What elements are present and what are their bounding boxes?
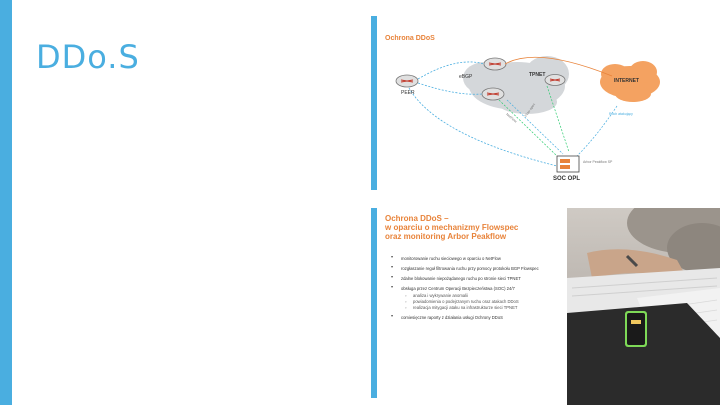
server-icon [556, 155, 580, 173]
label-ruch: Ruch atakujący [609, 112, 633, 116]
sub-bullet-item: powiadomienia o podejrzanym ruchu oraz a… [391, 299, 586, 304]
router-icon-peer [395, 74, 419, 88]
slide2-heading-line3: oraz monitoring Arbor Peakflow [385, 232, 507, 241]
slide2-heading-line2: w oparciu o mechanizmy Flowspec [385, 223, 519, 232]
slide-thumbnail-1[interactable]: Ochrona DDoS [377, 16, 677, 190]
laptop-phone-photo [567, 208, 720, 405]
sub-bullet-item: realizacja mitygacji ataku na infrastruk… [391, 305, 586, 310]
internet-cloud-icon [600, 61, 660, 102]
router-icon-3 [544, 74, 566, 86]
slide1-accent-bar [371, 16, 377, 190]
slide1-heading: Ochrona DDoS [385, 35, 435, 42]
label-ebgp: eBGP [459, 74, 473, 80]
label-internet: INTERNET [614, 78, 639, 84]
slide2-accent-bar [371, 208, 377, 398]
slide2-bullet-list: monitorowanie ruchu sieciowego w oparciu… [391, 256, 586, 325]
photo-illustration [567, 208, 720, 405]
sub-bullet-item: analiza i wykrywanie anomalii [391, 293, 586, 298]
label-arbor: Arbor Peakflow SP [583, 160, 613, 164]
bullet-item: rozgłaszanie reguł filtrowania ruchu prz… [391, 266, 586, 271]
ddos-network-diagram [395, 56, 660, 173]
label-peer: PEER [401, 90, 415, 96]
bullet-item: monitorowanie ruchu sieciowego w oparciu… [391, 256, 586, 261]
router-icon-1 [483, 57, 507, 71]
phone-icon [625, 311, 647, 347]
page-title: DDo.S [36, 38, 140, 76]
slide2-heading-line1: Ochrona DDoS – [385, 214, 449, 223]
bullet-item: zdalne blokowanie niepożądanego ruchu po… [391, 276, 586, 281]
bullet-item: obsługa przez Centrum Operacji Bezpiecze… [391, 286, 586, 291]
router-icon-2 [481, 87, 505, 101]
label-soc: SOC OPL [553, 176, 581, 182]
accent-left-bar [0, 0, 12, 405]
bullet-item: comiesięczne raporty z działania usługi … [391, 315, 586, 320]
label-tpnet: TPNET [529, 72, 546, 78]
